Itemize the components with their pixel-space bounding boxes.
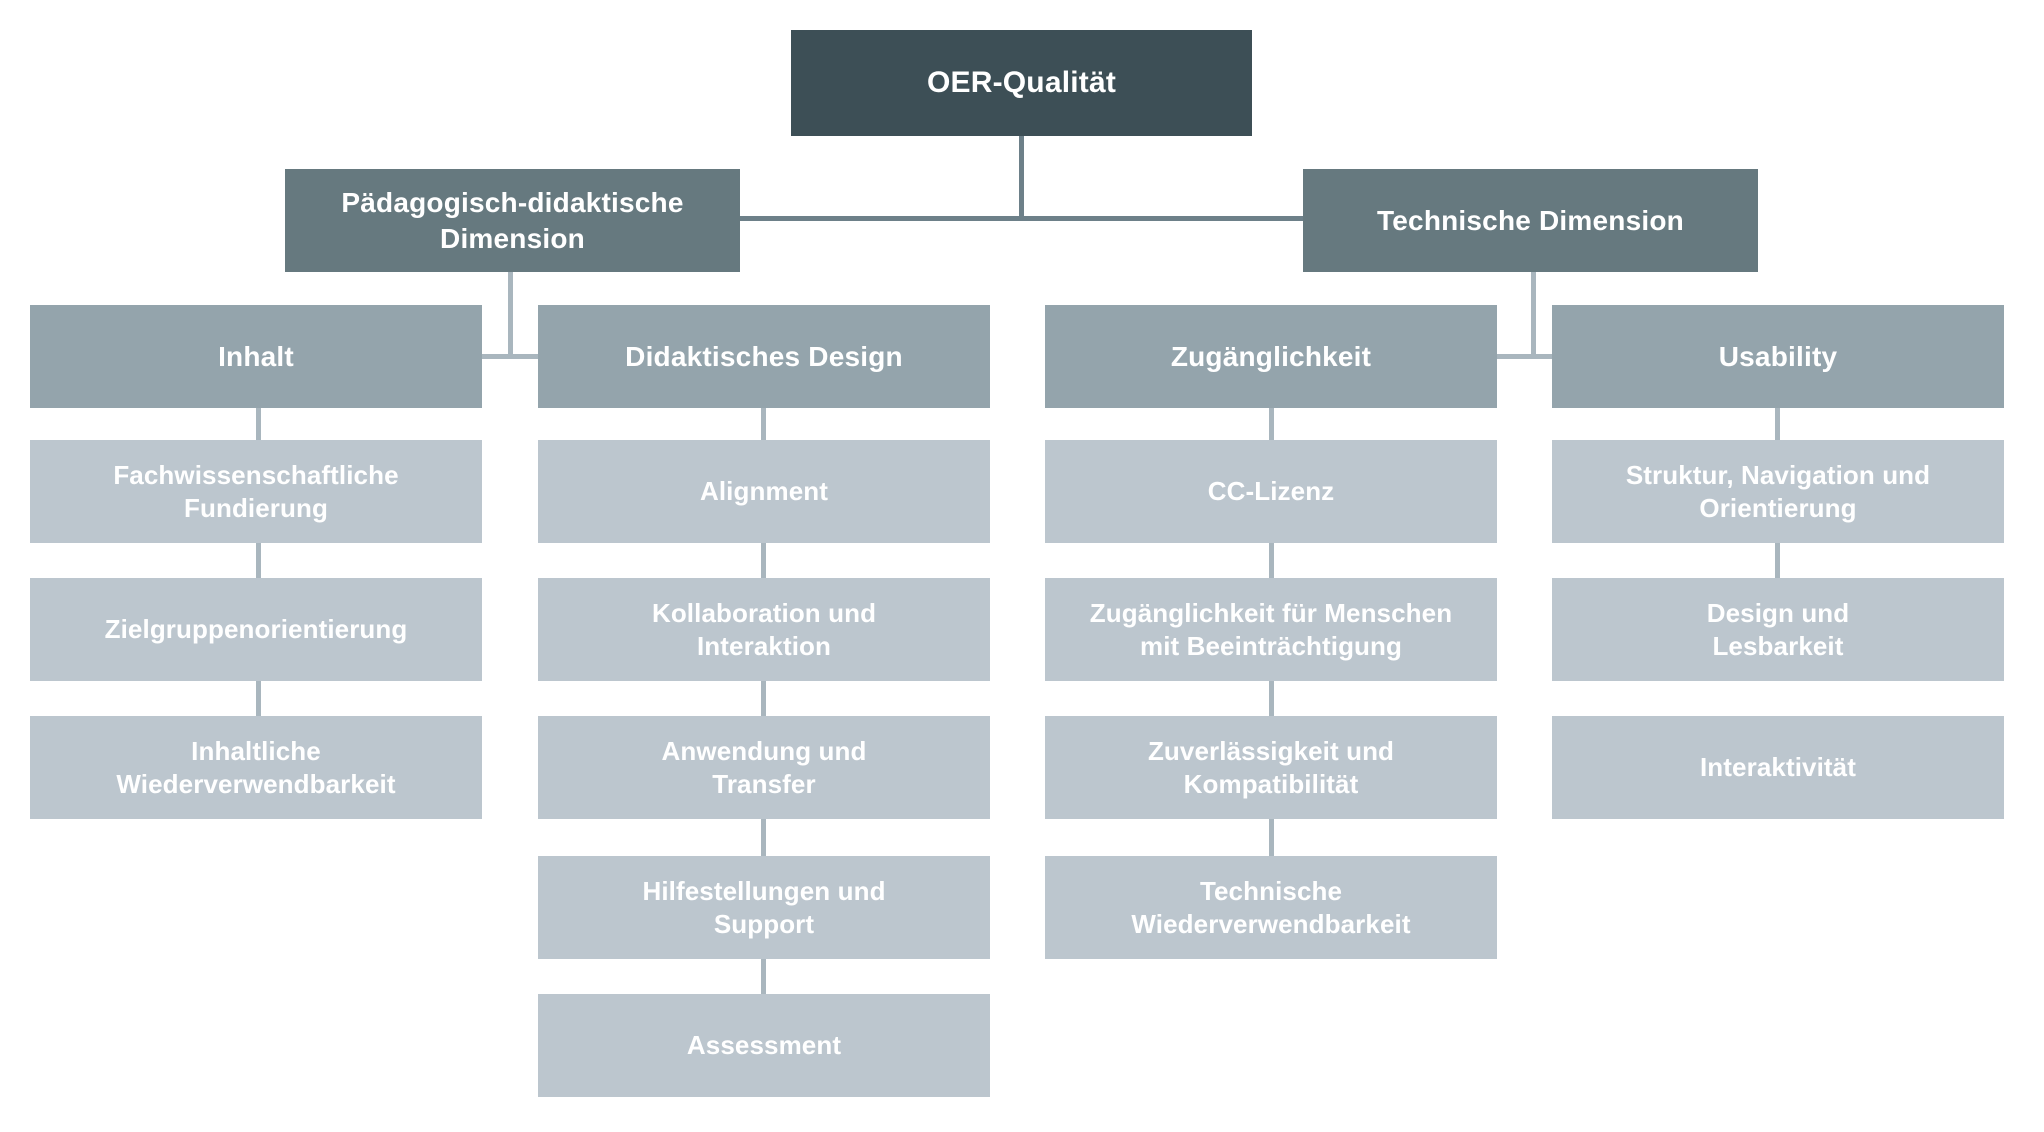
criterion-node-assessment[interactable]: Assessment xyxy=(538,994,990,1097)
criterion-node-label: CC-Lizenz xyxy=(1207,476,1335,507)
category-node-inhalt[interactable]: Inhalt xyxy=(30,305,482,408)
criterion-node-cc-lizenz[interactable]: CC-Lizenz xyxy=(1045,440,1497,543)
criterion-label-line2: mit Beeinträchtigung xyxy=(1139,630,1402,661)
criterion-node-alignment[interactable]: Alignment xyxy=(538,440,990,543)
criterion-node-label: Alignment xyxy=(699,476,828,507)
criterion-node-interaktivitaet[interactable]: Interaktivität xyxy=(1552,716,2004,819)
criterion-node-label: Assessment xyxy=(686,1030,842,1061)
category-node-usability[interactable]: Usability xyxy=(1552,305,2004,408)
connector-left-dimension-stem xyxy=(508,272,513,358)
criterion-label-line1: Struktur, Navigation und xyxy=(1625,459,1931,490)
criterion-node-label: Zielgruppenorientierung xyxy=(104,614,408,645)
connector-left-category-crossbar xyxy=(195,354,827,359)
criterion-label-line1: Hilfestellungen und xyxy=(642,875,886,906)
category-node-label: Usability xyxy=(1718,340,1838,372)
category-node-zugaenglichkeit[interactable]: Zugänglichkeit xyxy=(1045,305,1497,408)
connector-spine-inhalt xyxy=(256,408,261,721)
category-node-didaktisches-design[interactable]: Didaktisches Design xyxy=(538,305,990,408)
dimension-label-line1: Pädagogisch-didaktische xyxy=(341,187,684,219)
dimension-node-technische[interactable]: Technische Dimension xyxy=(1303,169,1758,272)
connector-spine-didaktisches-design xyxy=(761,408,766,994)
criterion-label-line2: Wiederverwendbarkeit xyxy=(1131,908,1411,939)
criterion-label-line1: Kollaboration und xyxy=(651,597,877,628)
criterion-label-line1: Technische xyxy=(1199,875,1343,906)
category-node-label: Inhalt xyxy=(218,340,294,372)
criterion-label-line1: Zugänglichkeit für Menschen xyxy=(1089,597,1453,628)
criterion-node-zielgruppenorientierung[interactable]: Zielgruppenorientierung xyxy=(30,578,482,681)
criterion-label-line1: Anwendung und xyxy=(661,735,867,766)
connector-right-category-crossbar xyxy=(1218,354,1849,359)
connector-root-stem xyxy=(1019,135,1024,220)
category-node-label: Zugänglichkeit xyxy=(1170,340,1372,372)
criterion-label-line2: Kompatibilität xyxy=(1183,768,1359,799)
connector-right-dimension-stem xyxy=(1531,272,1536,358)
criterion-label-line2: Wiederverwendbarkeit xyxy=(116,768,396,799)
criterion-label-line2: Transfer xyxy=(712,768,816,799)
criterion-label-line1: Zuverlässigkeit und xyxy=(1147,735,1395,766)
criterion-label-line1: Inhaltliche xyxy=(191,735,321,766)
category-node-label: Didaktisches Design xyxy=(625,340,903,372)
dimension-label-line2: Dimension xyxy=(440,222,585,254)
dimension-node-label: Technische Dimension xyxy=(1377,204,1684,236)
criterion-node-label: Interaktivität xyxy=(1699,752,1856,783)
criterion-label-line2: Lesbarkeit xyxy=(1712,630,1844,661)
criterion-label-line2: Fundierung xyxy=(184,492,328,523)
root-node-label: OER-Qualität xyxy=(926,66,1117,100)
criterion-label-line1: Fachwissenschaftliche xyxy=(113,459,399,490)
criterion-label-line2: Orientierung xyxy=(1699,492,1857,523)
connector-dimension-crossbar xyxy=(512,216,1531,221)
criterion-label-line2: Support xyxy=(713,908,815,939)
criterion-label-line1: Design und xyxy=(1706,597,1850,628)
root-node-oer-qualitaet[interactable]: OER-Qualität xyxy=(791,30,1252,136)
criterion-label-line2: Interaktion xyxy=(696,630,831,661)
